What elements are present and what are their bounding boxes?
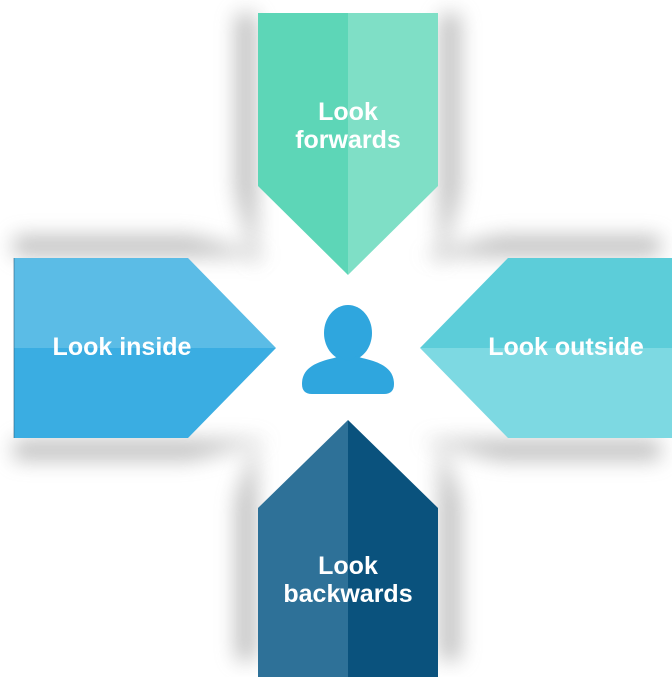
label-look-outside: Look outside	[474, 333, 658, 361]
shadow-forwards	[236, 14, 460, 270]
arrow-backwards-right-half	[348, 420, 438, 677]
label-line: Look inside	[52, 333, 192, 361]
label-look-forwards: Look forwards	[258, 98, 438, 154]
arrow-inside-top-half	[14, 258, 276, 348]
arrow-inside	[13, 258, 276, 438]
arrow-outside-top-half	[420, 258, 672, 348]
shadow-outside	[420, 236, 660, 460]
label-line: Look outside	[488, 333, 644, 361]
shadow-backwards	[236, 440, 460, 660]
arrow-outside-bottom-half	[420, 348, 672, 438]
person-icon	[302, 305, 394, 394]
arrow-outside	[420, 258, 672, 438]
label-look-backwards: Look backwards	[258, 552, 438, 608]
arrow-backwards	[258, 420, 438, 677]
label-line: Look	[318, 98, 378, 126]
arrow-backwards-left-half	[258, 420, 348, 677]
shadow-inside	[14, 236, 270, 460]
label-look-inside: Look inside	[14, 333, 230, 361]
arrow-inside-bottom-half	[14, 348, 276, 438]
arrow-forwards	[258, 13, 438, 275]
arrow-forwards-right-half	[348, 13, 438, 275]
label-line: Look	[318, 552, 378, 580]
arrow-forwards-left-half	[258, 13, 348, 275]
label-line: backwards	[283, 580, 413, 608]
label-line: forwards	[295, 126, 401, 154]
